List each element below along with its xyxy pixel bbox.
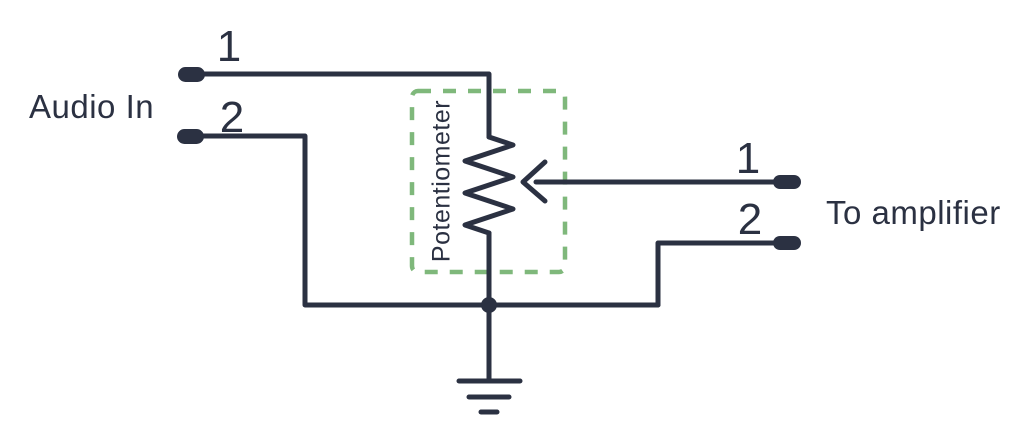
terminal-input-1 bbox=[178, 67, 205, 82]
wiper-arrowhead-icon bbox=[520, 159, 548, 204]
audio-in-label: Audio In bbox=[29, 88, 155, 125]
input-pin-1-label: 1 bbox=[216, 22, 242, 71]
output-pin-1-label: 1 bbox=[735, 134, 761, 183]
output-pin-2-label: 2 bbox=[737, 195, 763, 244]
terminal-output-2 bbox=[773, 236, 801, 250]
ground-symbol-icon bbox=[456, 378, 523, 415]
terminal-input-2 bbox=[177, 129, 204, 144]
potentiometer-label: Potentiometer bbox=[427, 99, 456, 263]
terminal-output-1 bbox=[773, 175, 801, 189]
wire-output-2 bbox=[655, 240, 781, 308]
input-pin-2-label: 2 bbox=[219, 93, 245, 142]
resistor-zigzag bbox=[462, 134, 516, 236]
to-amplifier-label: To amplifier bbox=[826, 194, 1001, 231]
wire-input-1 bbox=[199, 71, 492, 140]
